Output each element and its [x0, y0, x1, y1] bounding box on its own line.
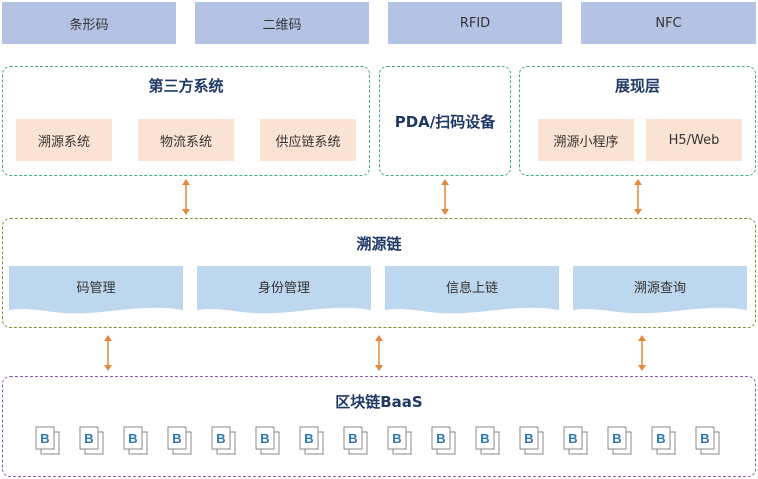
block-icon: B	[517, 424, 547, 458]
svg-text:B: B	[524, 431, 533, 446]
trace-chain-info-on-chain: 信息上链	[385, 266, 559, 318]
pda-title: PDA/扫码设备	[394, 113, 496, 131]
block-icon: B	[649, 424, 679, 458]
block-icon: B	[165, 424, 195, 458]
arrow-trace-to-baas-1	[104, 335, 112, 371]
arrow-third-party-to-trace	[182, 179, 190, 215]
block-icon: B	[429, 424, 459, 458]
svg-text:B: B	[260, 431, 269, 446]
wave-shape	[9, 266, 183, 314]
trace-chain-trace-query: 溯源查询	[573, 266, 747, 318]
trace-chain-item-label: 信息上链	[445, 281, 498, 296]
svg-text:B: B	[656, 431, 665, 446]
third-party-logistics-system: 物流系统	[138, 119, 234, 161]
trace-chain-item-label: 码管理	[76, 281, 116, 296]
arrow-trace-to-baas-3	[638, 335, 646, 371]
block-icon: B	[297, 424, 327, 458]
third-party-title: 第三方系统	[148, 77, 224, 95]
tag-qrcode: 二维码	[195, 2, 369, 44]
third-party-supply-chain-system: 供应链系统	[260, 119, 356, 161]
svg-text:B: B	[348, 431, 357, 446]
svg-text:B: B	[40, 431, 49, 446]
svg-text:B: B	[392, 431, 401, 446]
block-icon: B	[33, 424, 63, 458]
baas-group: 区块链BaaS	[2, 376, 756, 477]
pda-group: PDA/扫码设备	[379, 66, 511, 176]
trace-chain-item-label: 溯源查询	[633, 281, 686, 296]
third-party-group: 第三方系统 溯源系统 物流系统 供应链系统	[2, 66, 370, 176]
presentation-group: 展现层 溯源小程序 H5/Web	[519, 66, 756, 176]
tag-nfc: NFC	[581, 2, 756, 44]
svg-text:B: B	[304, 431, 313, 446]
third-party-trace-system: 溯源系统	[16, 119, 112, 161]
presentation-title: 展现层	[614, 77, 660, 95]
svg-text:B: B	[612, 431, 621, 446]
block-icon: B	[209, 424, 239, 458]
svg-text:B: B	[700, 431, 709, 446]
svg-text:B: B	[436, 431, 445, 446]
trace-chain-title: 溯源链	[356, 235, 402, 253]
block-icon: B	[473, 424, 503, 458]
block-icon: B	[385, 424, 415, 458]
svg-text:B: B	[480, 431, 489, 446]
presentation-mini-program: 溯源小程序	[538, 119, 634, 161]
baas-title: 区块链BaaS	[335, 393, 423, 411]
arrow-presentation-to-trace	[634, 179, 642, 215]
block-icon: B	[605, 424, 635, 458]
block-icon: B	[693, 424, 723, 458]
trace-chain-item-label: 身份管理	[257, 281, 310, 296]
tag-rfid: RFID	[388, 2, 562, 44]
trace-chain-identity-management: 身份管理	[197, 266, 371, 318]
block-icon: B	[253, 424, 283, 458]
svg-text:B: B	[84, 431, 93, 446]
svg-text:B: B	[172, 431, 181, 446]
wave-shape	[197, 266, 371, 314]
arrow-pda-to-trace	[441, 179, 449, 215]
wave-shape	[573, 266, 747, 314]
svg-text:B: B	[568, 431, 577, 446]
block-icon: B	[561, 424, 591, 458]
presentation-h5-web: H5/Web	[646, 119, 742, 161]
block-icon: B	[121, 424, 151, 458]
block-icon: B	[77, 424, 107, 458]
trace-chain-code-management: 码管理	[9, 266, 183, 318]
block-icon: B	[341, 424, 371, 458]
wave-shape	[385, 266, 559, 314]
arrow-trace-to-baas-2	[375, 335, 383, 371]
svg-text:B: B	[216, 431, 225, 446]
tag-barcode: 条形码	[2, 2, 176, 44]
svg-text:B: B	[128, 431, 137, 446]
